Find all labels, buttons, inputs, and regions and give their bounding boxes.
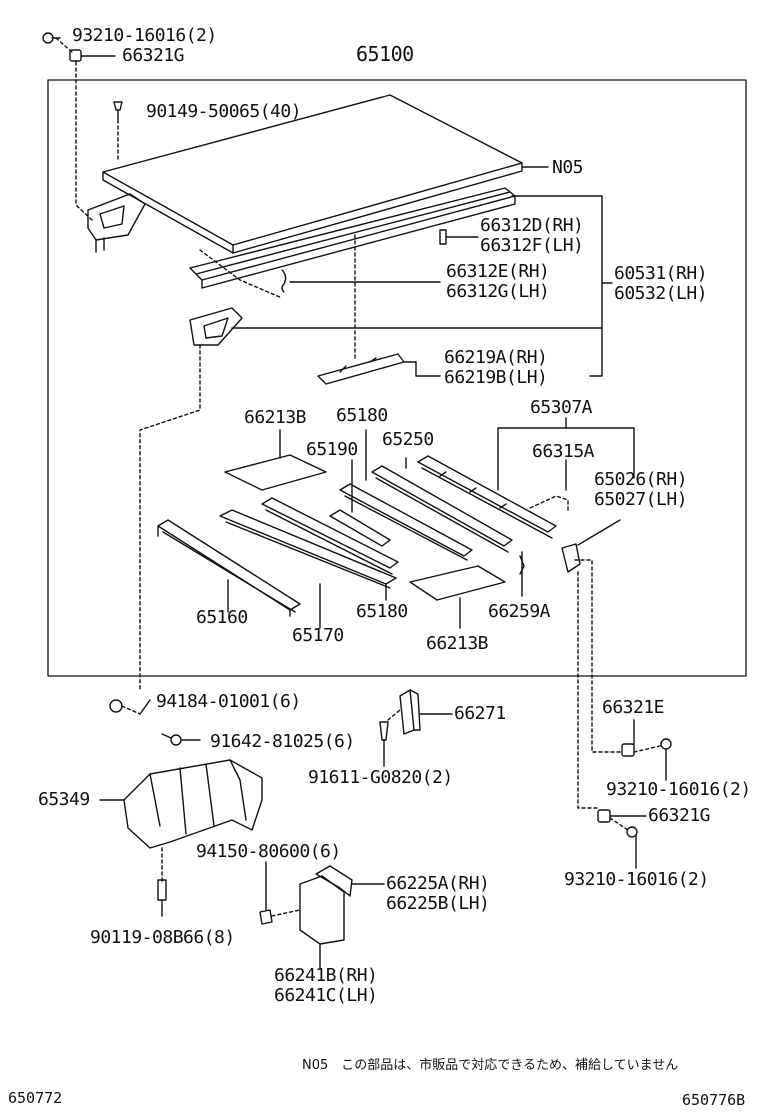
part-label: 66312D(RH)	[480, 215, 584, 236]
diagram-code-right: 650776B	[682, 1091, 746, 1109]
part-label: 66241C(LH)	[274, 985, 378, 1006]
bolt-icon	[157, 879, 167, 901]
bolt-icon	[626, 826, 638, 838]
part-label: 93210-16016(2)	[564, 869, 709, 890]
part-label: 93210-16016(2)	[72, 25, 217, 46]
part-label: 91611-G0820(2)	[308, 767, 453, 788]
nut-icon	[109, 699, 123, 713]
part-label: 65307A	[530, 397, 593, 418]
part-label: 66321E	[602, 697, 665, 718]
part-label: 66213B	[426, 633, 489, 654]
flap-bracket-icon	[315, 865, 353, 897]
part-label: 94150-80600(6)	[196, 841, 341, 862]
hinge-bracket-icon	[87, 193, 146, 253]
part-label: 66312E(RH)	[446, 261, 550, 282]
part-label: 66271	[454, 703, 506, 724]
part-label: 65180	[356, 601, 408, 622]
cross-member-icon	[157, 519, 301, 617]
assembly-label: 65100	[356, 42, 414, 66]
corner-bracket-icon	[189, 307, 243, 346]
floor-mat-icon	[409, 565, 506, 601]
part-label: 91642-81025(6)	[210, 731, 355, 752]
corner-piece-icon	[561, 543, 581, 573]
part-label: N05	[552, 157, 584, 178]
part-label: 66312G(LH)	[446, 281, 550, 302]
part-label: 65349	[38, 789, 90, 810]
part-label: 66241B(RH)	[274, 965, 378, 986]
part-label: 66321G	[122, 45, 185, 66]
bolt-icon	[42, 32, 61, 44]
clip-icon	[399, 689, 421, 735]
cross-member-icon	[261, 497, 399, 575]
part-label: 66259A	[488, 601, 551, 622]
part-label: 65250	[382, 429, 434, 450]
part-label: 66321G	[648, 805, 711, 826]
mud-flap-icon	[299, 875, 345, 945]
footnote: N05 この部品は、市販品で対応できるため、補給していません	[302, 1058, 679, 1073]
part-label: 65180	[336, 405, 388, 426]
nut-icon	[259, 909, 273, 925]
floor-mat-icon	[224, 454, 327, 491]
part-label: 93210-16016(2)	[606, 779, 751, 800]
part-label: 65026(RH)	[594, 469, 688, 490]
diagram-code-left: 650772	[8, 1089, 63, 1107]
part-label: 66312F(LH)	[480, 235, 584, 256]
part-label: 65027(LH)	[594, 489, 688, 510]
cross-member-icon	[329, 509, 391, 547]
part-label: 65190	[306, 439, 358, 460]
part-label: 66315A	[532, 441, 595, 462]
part-label: 66213B	[244, 407, 307, 428]
bolt-icon	[379, 721, 389, 741]
part-label: 90119-08B66(8)	[90, 927, 235, 948]
part-label: 66225A(RH)	[386, 873, 490, 894]
part-label: 65170	[292, 625, 344, 646]
deck-panel-icon	[102, 94, 523, 254]
part-label: 60531(RH)	[614, 263, 708, 284]
cross-member-icon	[371, 465, 513, 553]
part-label: 90149-50065(40)	[146, 101, 302, 122]
cross-member-icon	[417, 455, 557, 539]
cross-member-icon	[339, 483, 473, 561]
bolt-icon	[660, 738, 672, 750]
part-label: 60532(LH)	[614, 283, 708, 304]
clip-icon	[621, 743, 635, 757]
mud-guard-icon	[123, 759, 263, 849]
cross-member-icon	[219, 509, 397, 589]
clip-icon	[597, 809, 611, 823]
part-label: 66219B(LH)	[444, 367, 548, 388]
part-label: 66225B(LH)	[386, 893, 490, 914]
support-bracket-icon	[317, 353, 405, 385]
part-label: 66219A(RH)	[444, 347, 548, 368]
assembly-box	[47, 79, 747, 677]
bolt-icon	[161, 733, 182, 746]
part-label: 94184-01001(6)	[156, 691, 301, 712]
part-label: 65160	[196, 607, 248, 628]
clip-icon	[69, 49, 82, 62]
screw-icon	[113, 101, 123, 121]
